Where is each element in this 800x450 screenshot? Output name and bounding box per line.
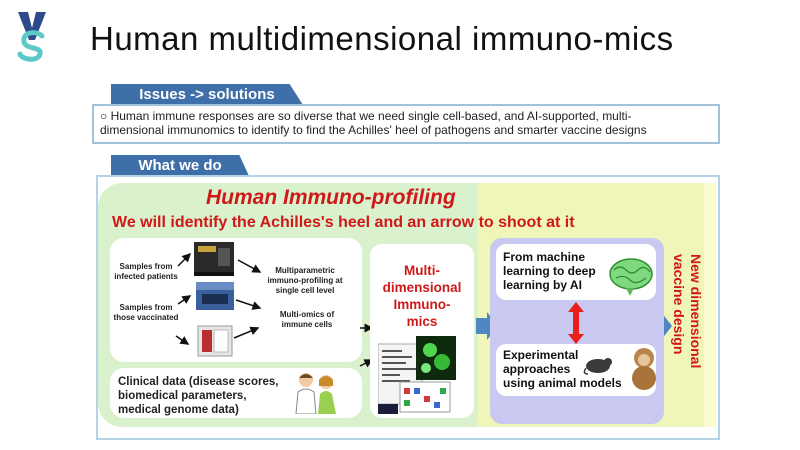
what-we-do-tab: What we do [111, 155, 249, 176]
omics-data-collage-icon [378, 336, 456, 414]
immunomics-line-2: dimensional [382, 280, 462, 295]
analyzer-icon [197, 325, 233, 357]
clinical-line-1: Clinical data (disease scores, [118, 376, 279, 388]
cytometer-icon [196, 282, 234, 310]
sequencer-icon [194, 242, 234, 276]
exp-line-3: using animal models [503, 376, 622, 390]
issues-tab: Issues -> solutions [111, 84, 303, 105]
logo [14, 8, 50, 64]
vaccine-design-label: New dimensional vaccine design [670, 254, 704, 414]
samples-infected-line-1: Samples from [119, 262, 173, 271]
instruments-diagram [175, 242, 262, 357]
multiomics-line-1: Multi-omics of [279, 310, 335, 319]
samples-vaccinated-label: Samples from those vaccinated [112, 303, 180, 323]
multiparam-label: Multiparametric immuno-profiling at sing… [255, 266, 355, 296]
issues-box: ○ Human immune responses are so diverse … [92, 104, 720, 144]
monkey-icon [632, 348, 656, 390]
samples-infected-label: Samples from infected patients [112, 262, 180, 282]
profiling-title: Human Immuno-profiling [206, 186, 456, 209]
immunomics-line-3: Immuno- [393, 297, 451, 312]
experimental-box [496, 344, 656, 396]
what-we-do-tab-label: What we do [138, 157, 222, 174]
bidirectional-arrow-icon [568, 302, 584, 344]
ml-line-3: learning by AI [503, 278, 582, 292]
multiomics-line-2: immune cells [281, 320, 333, 329]
ml-line-1: From machine [503, 250, 586, 264]
vaccine-line-1: New dimensional [688, 254, 704, 369]
clinical-line-2: biomedical parameters, [118, 390, 247, 402]
immunomics-line-4: mics [406, 314, 438, 329]
immunomics-label: Multi- dimensional Immuno- mics [372, 262, 472, 330]
multiomics-label: Multi-omics of immune cells [262, 310, 352, 330]
immunomics-line-1: Multi- [404, 263, 440, 278]
exp-line-2: approaches [503, 362, 571, 376]
page-title: Human multidimensional immuno-mics [90, 20, 674, 57]
vaccine-strip [704, 183, 716, 427]
machine-learning-label: From machine learning to deep learning b… [503, 250, 613, 292]
ml-line-2: learning to deep [503, 264, 596, 278]
samples-vaccinated-line-2: those vaccinated [113, 313, 179, 322]
issues-tab-label: Issues -> solutions [139, 86, 275, 103]
issues-text-line-2: dimensional immunomics to identify to fi… [100, 123, 647, 137]
doctors-icon [295, 373, 336, 414]
multiparam-line-2: immuno-profiling at [267, 276, 343, 285]
samples-infected-line-2: infected patients [114, 272, 178, 281]
exp-line-1: Experimental [503, 348, 579, 362]
samples-vaccinated-line-1: Samples from [119, 303, 173, 312]
experimental-label: Experimental approaches using animal mod… [503, 348, 643, 390]
mouse-icon [583, 358, 612, 375]
clinical-label: Clinical data (disease scores, biomedica… [118, 375, 298, 417]
clinical-line-3: medical genome data) [118, 404, 239, 416]
profiling-subtitle: We will identify the Achilles's heel and… [112, 214, 575, 231]
issues-text-line-1: ○ Human immune responses are so diverse … [100, 109, 632, 123]
multiparam-line-3: single cell level [275, 286, 335, 295]
brain-icon [609, 258, 653, 296]
vaccine-line-2: vaccine design [671, 254, 687, 355]
multiparam-line-1: Multiparametric [275, 266, 335, 275]
